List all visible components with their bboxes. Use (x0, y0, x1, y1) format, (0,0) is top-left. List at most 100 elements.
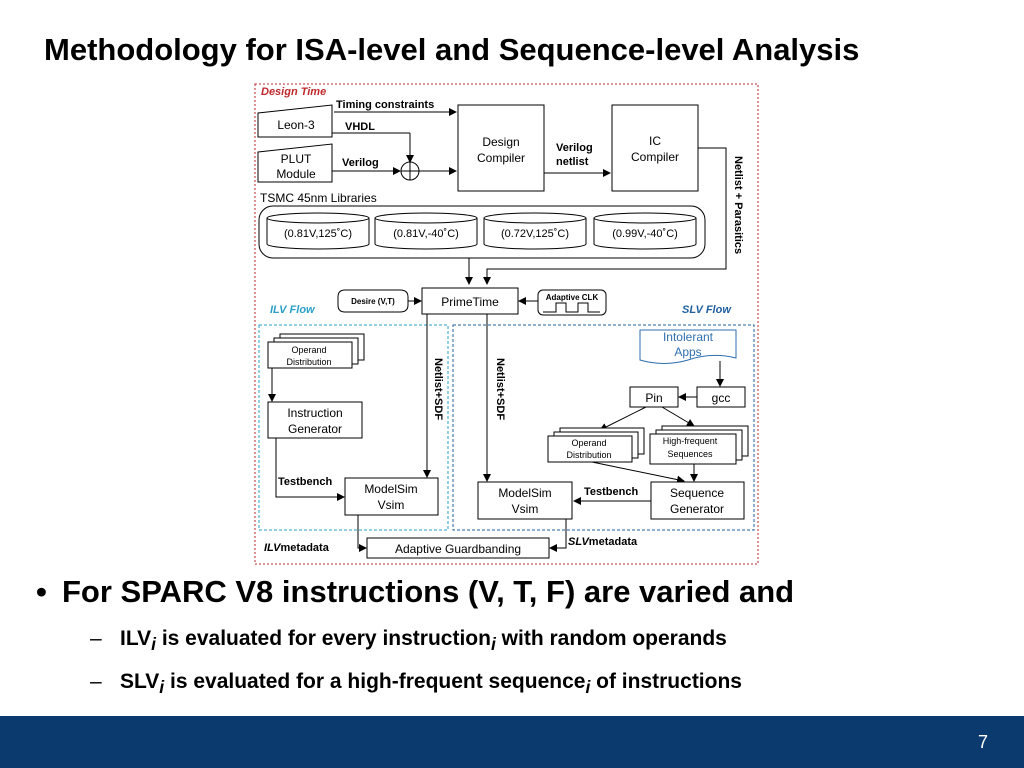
ic-compiler-2: Compiler (631, 150, 679, 164)
parasitics-path (483, 147, 727, 285)
slv-flow-label: SLV Flow (682, 304, 732, 316)
sub1-sub2: i (490, 634, 496, 655)
corner-3: (0.72V,125˚C) (483, 212, 587, 250)
timing-constraints-label: Timing constraints (336, 99, 434, 111)
leon3-label: Leon-3 (277, 118, 315, 132)
intolerant-apps-box (639, 329, 737, 364)
sub2-pre: SLV (120, 670, 160, 693)
ilv-modelsim-2: Vsim (378, 498, 405, 512)
ilv-metadata-label: ILVmetadata (264, 542, 330, 554)
sub2-mid: is evaluated for a high-frequent sequenc… (164, 670, 586, 693)
bullet-main: • For SPARC V8 instructions (V, T, F) are… (36, 574, 794, 610)
slv-metadata-prefix: SLV (568, 536, 590, 548)
adaptive-guardbanding-label: Adaptive Guardbanding (395, 542, 521, 556)
sub2-sub2: i (585, 677, 591, 698)
adaptive-clk-box (537, 289, 607, 316)
design-time-frame (254, 83, 759, 565)
design-compiler-1: Design (482, 135, 519, 149)
ilv-metadata-prefix: ILV (264, 542, 282, 554)
dash-icon: – (90, 627, 102, 650)
verilog-label: Verilog (342, 157, 379, 169)
dash-icon: – (90, 670, 102, 693)
sub1-sub: i (151, 634, 156, 655)
library-corners: (0.81V,125˚C) (0.81V,-40˚C) (0.72V,125˚C… (266, 212, 697, 250)
ilv-testbench-label: Testbench (278, 476, 332, 488)
slv-netlist-sdf-label: Netlist+SDF (494, 358, 506, 420)
ilv-operand-distribution-stack: Operand Distribution (267, 333, 365, 369)
sub-bullet-ilv: –ILVi is evaluated for every instruction… (90, 627, 727, 655)
plut-module-box (257, 143, 333, 183)
clk-waveform (543, 302, 600, 313)
slv-operand-label-1: Operand (571, 438, 606, 448)
primetime-box (421, 287, 519, 315)
hf-sequences-1: High-frequent (663, 436, 718, 446)
instruction-generator-2: Generator (288, 422, 342, 436)
slv-operand-label-2: Distribution (566, 450, 611, 460)
slv-metadata-suffix: metadata (589, 536, 638, 548)
corner-label-3: (0.72V,125˚C) (501, 228, 569, 240)
ic-compiler-1: IC (649, 134, 661, 148)
slv-modelsim-1: ModelSim (498, 486, 551, 500)
sub2-post: of instructions (590, 670, 742, 693)
corner-label-2: (0.81V,-40˚C) (393, 228, 459, 240)
adaptive-guardbanding-box (366, 537, 550, 559)
ilv-testbench-path (275, 438, 345, 501)
primetime-label: PrimeTime (441, 295, 499, 309)
slv-flow-region (452, 324, 755, 531)
design-compiler-box (457, 104, 545, 192)
plut-label-1: PLUT (281, 152, 312, 166)
ilv-metadata-path (357, 515, 367, 552)
sequence-generator-1: Sequence (670, 486, 724, 500)
sequence-generator-2: Generator (670, 502, 724, 516)
sub2-sub: i (159, 677, 165, 698)
slv-testbench-label: Testbench (584, 486, 638, 498)
pin-to-operand (599, 406, 647, 431)
sub1-mid: is evaluated for every instruction (156, 627, 491, 650)
slv-operand-distribution-stack: Operand Distribution (547, 427, 645, 463)
tsmc-label: TSMC 45nm Libraries (260, 191, 377, 205)
high-frequent-sequences-stack: High-frequent Sequences (649, 425, 749, 465)
slv-metadata-path (549, 519, 567, 552)
bullet-main-text: For SPARC V8 instructions (V, T, F) are … (62, 574, 795, 609)
footer-bar: 7 (0, 716, 1024, 768)
ilv-operand-label-1: Operand (291, 345, 326, 355)
ilv-operand-label-2: Distribution (286, 357, 331, 367)
adaptive-clk-label: Adaptive CLK (546, 293, 599, 302)
slv-metadata-label: SLVmetadata (568, 536, 638, 548)
ic-compiler-box (611, 104, 699, 192)
sub1-post: with random operands (495, 627, 727, 650)
bullet-dot: • (36, 574, 47, 609)
plut-label-2: Module (276, 167, 316, 181)
design-compiler-2: Compiler (477, 151, 525, 165)
corner-4: (0.99V,-40˚C) (593, 212, 697, 250)
methodology-diagram: Design Time Leon-3 PLUT Module Timing co… (254, 83, 759, 565)
ilv-flow-region (258, 324, 449, 531)
operand-to-seqgen (591, 461, 685, 484)
corner-1: (0.81V,125˚C) (266, 212, 370, 250)
ilv-modelsim-1: ModelSim (364, 482, 417, 496)
verilog-netlist-1: Verilog (556, 142, 593, 154)
design-time-label: Design Time (261, 86, 326, 98)
ilv-metadata-suffix: metadata (281, 542, 330, 554)
sub1-pre: ILV (120, 627, 152, 650)
intolerant-apps-2: Apps (674, 345, 701, 359)
corner-2: (0.81V,-40˚C) (374, 212, 478, 250)
pin-to-sequences (661, 406, 695, 427)
ilv-modelsim-box (344, 477, 439, 516)
page-number: 7 (977, 732, 988, 752)
ilv-flow-label: ILV Flow (270, 304, 316, 316)
ilv-netlist-sdf-label: Netlist+SDF (432, 358, 444, 420)
corner-label-1: (0.81V,125˚C) (284, 228, 352, 240)
verilog-netlist-2: netlist (556, 156, 589, 168)
desire-box (337, 289, 409, 313)
desire-label: Desire (V,T) (351, 297, 395, 306)
corner-label-4: (0.99V,-40˚C) (612, 228, 678, 240)
sub-bullet-slv: –SLVi is evaluated for a high-frequent s… (90, 670, 742, 698)
slv-modelsim-2: Vsim (512, 502, 539, 516)
slv-modelsim-box (477, 481, 573, 520)
pin-label: Pin (645, 391, 662, 405)
leon3-box (257, 104, 333, 138)
instruction-generator-box (267, 401, 363, 439)
intolerant-apps-1: Intolerant (663, 330, 714, 344)
instruction-generator-1: Instruction (287, 406, 342, 420)
